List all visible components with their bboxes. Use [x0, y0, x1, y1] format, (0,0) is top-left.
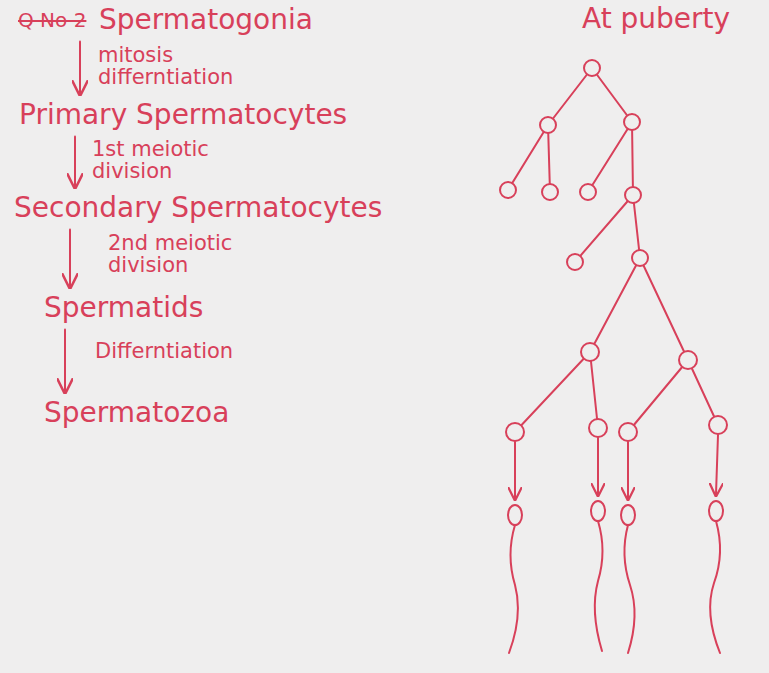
question-number: Q No 2 [18, 8, 86, 32]
stage-name: Spermatids [44, 291, 203, 325]
note-label: At puberty [582, 2, 730, 36]
stage-label: Primary Spermatocytes [15, 95, 351, 135]
flow-arrow [74, 137, 76, 186]
process-label: 2nd meiotic division [108, 232, 258, 276]
stage-name: Spermatozoa [44, 396, 229, 430]
stage-label: Spermatogonia [95, 0, 317, 40]
process-label: Differntiation [95, 340, 295, 362]
stage-name: Secondary Spermatocytes [14, 191, 382, 225]
flow-arrow [64, 330, 66, 391]
stage-label: Spermatozoa [40, 393, 233, 433]
stage-label: Spermatids [40, 288, 207, 328]
stage-label: Secondary Spermatocytes [10, 188, 386, 228]
process-label: mitosis differntiation [98, 44, 283, 88]
process-label: 1st meiotic division [92, 138, 242, 182]
stage-name: Spermatogonia [99, 3, 313, 37]
flow-arrow [79, 42, 81, 93]
stage-name: Primary Spermatocytes [19, 98, 347, 132]
flow-arrow [69, 230, 71, 286]
